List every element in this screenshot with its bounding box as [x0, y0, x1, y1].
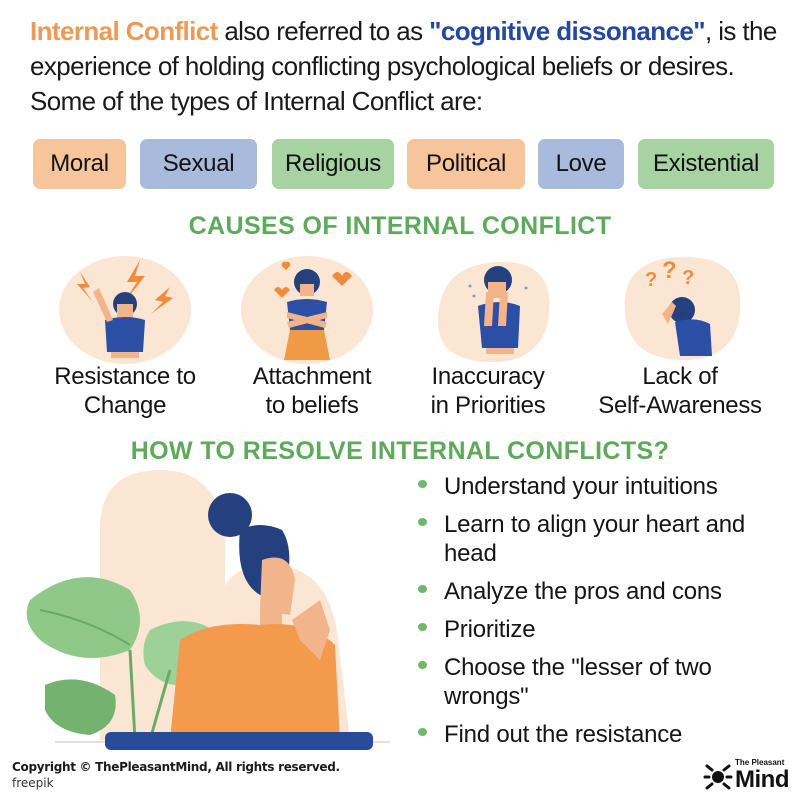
- bullet-icon: [418, 480, 427, 488]
- cause-resistance-to-change: Resistance to Change: [35, 252, 215, 432]
- intro-text-1: also referred to as: [217, 16, 430, 46]
- type-chip-religious: Religious: [272, 139, 394, 189]
- svg-text:?: ?: [682, 267, 694, 289]
- cause-lack-of-self-awareness: ? ? ? Lack of Self-Awareness: [590, 252, 770, 432]
- resolution-tips-list: Understand your intuitions Learn to alig…: [416, 472, 776, 758]
- conflict-types: Moral Sexual Religious Political Love Ex…: [0, 139, 800, 189]
- bullet-icon: [418, 518, 427, 526]
- intro-paragraph: Internal Conflict also referred to as "c…: [30, 14, 790, 119]
- bullet-icon: [418, 623, 427, 631]
- bullet-icon: [418, 661, 427, 669]
- frustrated-woman-lightning-icon: [59, 256, 191, 364]
- resolve-heading: HOW TO RESOLVE INTERNAL CONFLICTS?: [130, 437, 670, 465]
- brand-name-big: Mind: [735, 766, 789, 793]
- woman-covering-face-icon: [438, 262, 550, 363]
- bullet-icon: [418, 585, 427, 593]
- tip-item: Choose the "lesser of two wrongs": [416, 653, 776, 711]
- svg-text:?: ?: [645, 269, 657, 291]
- intro-term: Internal Conflict: [30, 16, 218, 46]
- intro-alias: "cognitive dissonance": [429, 16, 705, 46]
- cause-inaccuracy-in-priorities: Inaccuracy in Priorities: [398, 252, 578, 432]
- cause-label: Lack of Self-Awareness: [598, 363, 762, 419]
- svg-text:?: ?: [662, 257, 677, 284]
- cause-label: Inaccuracy in Priorities: [430, 363, 546, 419]
- bullet-icon: [418, 728, 427, 736]
- tip-item: Learn to align your heart and head: [416, 510, 776, 568]
- type-chip-moral: Moral: [33, 139, 126, 189]
- image-credit: freepik: [12, 776, 54, 790]
- tip-item: Find out the resistance: [416, 720, 776, 749]
- cause-label: Attachment to beliefs: [252, 363, 372, 419]
- type-chip-existential: Existential: [638, 139, 774, 189]
- type-chip-sexual: Sexual: [140, 139, 257, 189]
- type-chip-love: Love: [538, 139, 624, 189]
- woman-hugging-self-hearts-icon: [241, 256, 373, 364]
- tip-item: Analyze the pros and cons: [416, 577, 776, 606]
- tip-item: Understand your intuitions: [416, 472, 776, 501]
- pleasant-mind-logo-icon: [703, 764, 733, 790]
- thinking-woman-with-plant-illustration: [26, 470, 390, 750]
- brand-logo: The Pleasant Mind: [703, 758, 793, 794]
- type-chip-political: Political: [407, 139, 525, 189]
- copyright-notice: Copyright © ThePleasantMind, All rights …: [12, 760, 340, 774]
- tip-item: Prioritize: [416, 615, 776, 644]
- cause-attachment-to-beliefs: Attachment to beliefs: [222, 252, 402, 432]
- intro-text-2: , is the experience of holding conflicti…: [30, 16, 777, 116]
- confused-woman-question-marks-icon: ? ? ?: [624, 257, 741, 361]
- causes-heading: CAUSES OF INTERNAL CONFLICT: [188, 212, 612, 240]
- cause-label: Resistance to Change: [54, 363, 196, 419]
- brand-name-small: The Pleasant: [735, 758, 785, 767]
